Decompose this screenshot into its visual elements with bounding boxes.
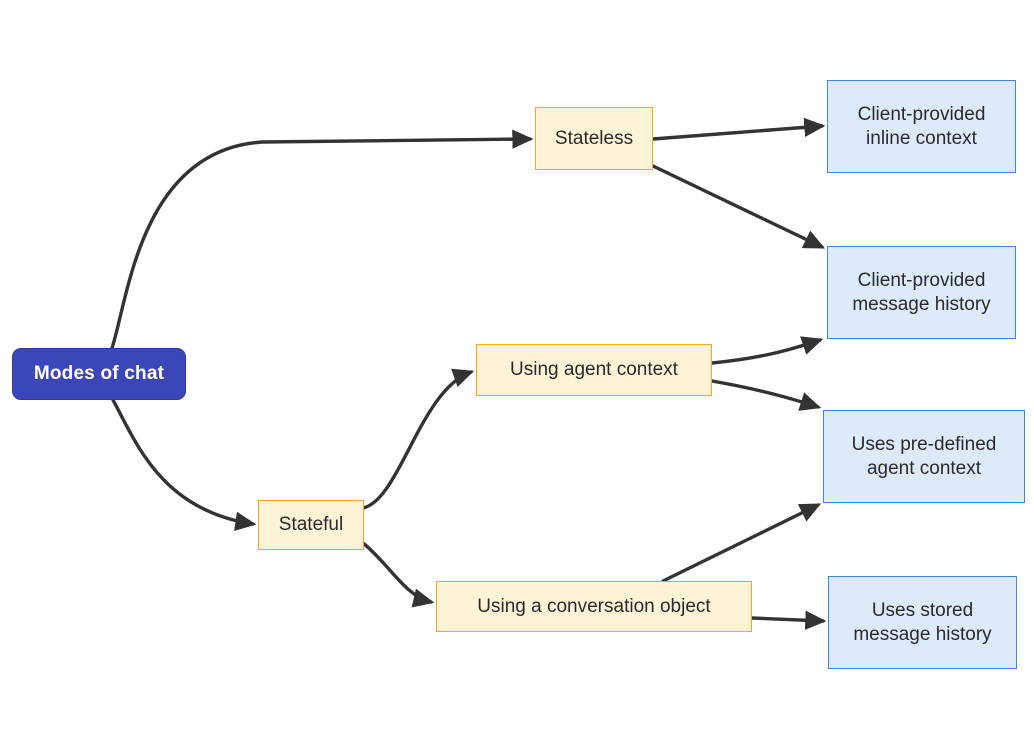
node-label: Using agent context xyxy=(510,359,678,381)
node-label: Modes of chat xyxy=(33,363,165,385)
edge-agent-context-to-client-history xyxy=(710,336,824,365)
edge-root-to-stateful xyxy=(111,398,257,531)
node-label: Using a conversation object xyxy=(477,595,711,617)
edge-agent-context-to-predefined-context xyxy=(710,379,822,411)
edge-stateless-to-inline-context xyxy=(651,117,826,141)
node-stateful[interactable]: Stateful xyxy=(258,500,364,550)
edge-conversation-object-to-predefined-context xyxy=(661,503,822,583)
node-stateless[interactable]: Stateless xyxy=(535,107,653,170)
edge-root-to-stateless xyxy=(110,129,534,350)
node-client-provided-inline-context[interactable]: Client-provided inline context xyxy=(827,80,1016,173)
node-label: Stateful xyxy=(278,514,344,536)
node-label: Client-provided inline context xyxy=(857,104,986,149)
node-label: Client-provided message history xyxy=(852,270,991,315)
edge-stateful-to-agent-context xyxy=(361,368,475,510)
node-using-conversation-object[interactable]: Using a conversation object xyxy=(436,581,752,632)
node-uses-predefined-agent-context[interactable]: Uses pre-defined agent context xyxy=(823,410,1025,503)
edge-stateless-to-client-history xyxy=(651,164,826,249)
node-label: Stateless xyxy=(554,127,634,149)
node-modes-of-chat[interactable]: Modes of chat xyxy=(12,348,186,400)
node-client-provided-message-history[interactable]: Client-provided message history xyxy=(827,246,1016,339)
edge-stateful-to-conversation-object xyxy=(361,541,435,608)
node-label: Uses pre-defined agent context xyxy=(851,434,997,479)
edge-conversation-object-to-stored-history xyxy=(750,610,827,630)
node-label: Uses stored message history xyxy=(853,600,992,645)
node-uses-stored-message-history[interactable]: Uses stored message history xyxy=(828,576,1017,669)
node-using-agent-context[interactable]: Using agent context xyxy=(476,344,712,396)
